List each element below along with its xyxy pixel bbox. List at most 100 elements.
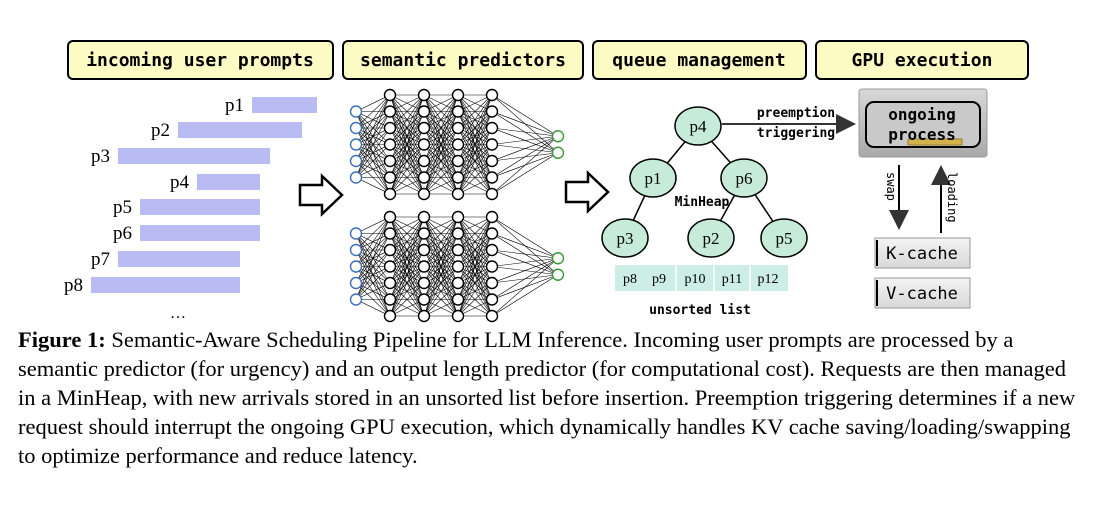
stage-label: GPU execution bbox=[852, 50, 993, 71]
loading-label: loading bbox=[945, 172, 959, 223]
network-connection bbox=[389, 94, 425, 162]
unsorted-list-label: unsorted list bbox=[649, 303, 751, 318]
network-connection bbox=[389, 233, 425, 317]
input-neuron bbox=[349, 121, 363, 135]
network-connection bbox=[423, 94, 459, 162]
network-connection bbox=[355, 94, 391, 162]
network-connection bbox=[457, 216, 493, 267]
stage-label: queue management bbox=[612, 50, 785, 71]
hidden-neuron bbox=[417, 171, 431, 184]
heap-node-label: p2 bbox=[703, 229, 720, 248]
network-connection bbox=[491, 257, 559, 300]
preemption-label: preemption bbox=[757, 106, 835, 121]
heap-node bbox=[760, 218, 808, 258]
v-cache-label: V-cache bbox=[886, 284, 958, 304]
input-neuron bbox=[349, 276, 363, 290]
network-connection bbox=[491, 94, 559, 137]
output-neuron bbox=[551, 146, 565, 159]
network-connection bbox=[457, 233, 493, 317]
hidden-neuron bbox=[417, 187, 431, 201]
network-connection bbox=[389, 216, 425, 300]
network-connection bbox=[423, 94, 459, 145]
hidden-neuron bbox=[417, 293, 431, 306]
network-connection bbox=[423, 94, 459, 129]
stage-queue-management: queue management bbox=[592, 40, 807, 80]
network-connection bbox=[355, 216, 391, 284]
heap-node-label: p3 bbox=[617, 229, 634, 248]
network-connection bbox=[423, 249, 459, 317]
k-cache-block: K-cache bbox=[874, 237, 971, 269]
network-connection bbox=[491, 127, 559, 137]
network-connection bbox=[389, 216, 425, 251]
network-connection bbox=[491, 136, 559, 195]
hidden-neuron bbox=[383, 88, 397, 102]
output-neuron bbox=[551, 252, 565, 265]
network-connection bbox=[389, 266, 425, 317]
hidden-neuron bbox=[417, 210, 431, 224]
hidden-neuron bbox=[485, 88, 499, 102]
network-connection bbox=[389, 216, 425, 284]
network-connection bbox=[355, 216, 391, 267]
network-connection bbox=[423, 111, 459, 195]
network-connection bbox=[355, 177, 391, 195]
hidden-neuron bbox=[383, 171, 397, 184]
network-connection bbox=[355, 216, 391, 234]
hidden-neuron bbox=[451, 243, 465, 257]
hidden-neuron bbox=[451, 138, 465, 151]
network-connection bbox=[491, 135, 559, 145]
unsorted-list-box bbox=[615, 265, 788, 291]
network-connection bbox=[491, 135, 559, 162]
heap-node-label: p6 bbox=[736, 169, 753, 188]
network-connection bbox=[423, 216, 459, 284]
input-neuron bbox=[349, 260, 363, 273]
input-neuron bbox=[349, 105, 363, 118]
hidden-neuron bbox=[451, 227, 465, 240]
unsorted-item: p12 bbox=[758, 272, 779, 287]
network-connection bbox=[457, 282, 493, 317]
hidden-neuron bbox=[451, 309, 465, 323]
pipeline-diagram: incoming user prompts semantic predictor… bbox=[64, 40, 1029, 323]
output-neuron bbox=[551, 130, 565, 143]
prompt-label: p1 bbox=[225, 95, 244, 116]
network-connection bbox=[423, 299, 459, 317]
network-connection bbox=[491, 258, 559, 317]
hidden-neuron bbox=[451, 210, 465, 224]
prompt-label: p7 bbox=[91, 249, 110, 270]
hidden-neuron bbox=[417, 138, 431, 151]
hidden-neuron bbox=[451, 154, 465, 168]
prompt-bar bbox=[178, 122, 302, 138]
network-connection bbox=[457, 216, 493, 284]
prompt-ellipsis: … bbox=[170, 305, 186, 322]
network-connection bbox=[423, 177, 459, 195]
network-connection bbox=[423, 266, 459, 317]
network-connection bbox=[355, 160, 391, 178]
network-connection bbox=[423, 94, 459, 178]
gpu-label: process bbox=[888, 125, 955, 144]
network-connection bbox=[457, 111, 493, 195]
heap-node bbox=[687, 218, 735, 258]
network-connection bbox=[423, 216, 459, 251]
input-neuron bbox=[349, 293, 363, 306]
network-connection bbox=[457, 216, 493, 300]
network-connection bbox=[457, 127, 493, 195]
network-connection bbox=[457, 216, 493, 251]
network-connection bbox=[423, 216, 459, 234]
hidden-neuron bbox=[417, 121, 431, 135]
network-connection bbox=[389, 299, 425, 317]
network-connection bbox=[423, 127, 459, 195]
network-connection bbox=[389, 249, 425, 317]
network-connection bbox=[457, 94, 493, 162]
network-connection bbox=[355, 144, 391, 178]
hidden-neuron bbox=[451, 260, 465, 273]
hidden-neuron bbox=[451, 88, 465, 102]
caption-text: Semantic-Aware Scheduling Pipeline for L… bbox=[18, 327, 1076, 468]
hidden-neuron bbox=[451, 293, 465, 306]
preemption-arrow: preemption triggering bbox=[722, 106, 856, 141]
network-connection bbox=[389, 111, 425, 195]
hidden-neuron bbox=[485, 138, 499, 151]
hidden-neuron bbox=[451, 187, 465, 201]
hidden-neuron bbox=[383, 138, 397, 151]
stage-semantic-predictors: semantic predictors bbox=[342, 40, 584, 80]
hidden-neuron bbox=[383, 260, 397, 273]
hidden-neuron bbox=[383, 187, 397, 201]
